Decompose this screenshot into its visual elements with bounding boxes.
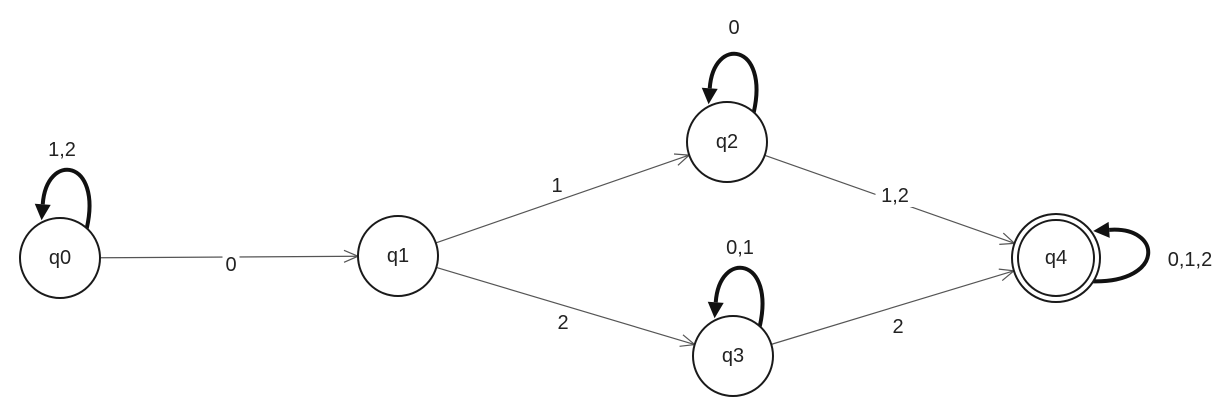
transition-line: [771, 270, 1015, 345]
self-loop-q2: [701, 51, 759, 113]
transition-label-bg: [875, 185, 915, 207]
self-loop-label: 1,2: [48, 139, 76, 161]
self-loop-path: [1093, 227, 1151, 284]
transition-label-bg: [889, 316, 907, 338]
transition-line: [435, 154, 690, 244]
state-q4: q4: [1011, 213, 1101, 303]
transition-q1-q2: [435, 153, 691, 244]
self-loop-label: 0,1: [726, 237, 754, 259]
transition-label-bg: [222, 254, 240, 276]
transition-label-bg: [548, 175, 566, 197]
loops-layer: [34, 51, 1151, 327]
transition-q1-q3: [436, 266, 697, 347]
self-loop-arrowhead: [701, 87, 718, 105]
states-layer: q0 q1 q2 q3 q4: [19, 101, 1101, 397]
self-loop-path: [707, 51, 759, 113]
state-q3: q3: [692, 315, 774, 397]
state-q0: q0: [19, 217, 101, 299]
state-circle: [19, 217, 101, 299]
self-loop-q3: [707, 265, 765, 327]
state-q1: q1: [357, 215, 439, 297]
state-circle: [357, 215, 439, 297]
transition-label: 2: [557, 312, 568, 334]
state-q2: q2: [686, 101, 768, 183]
transition-label-bg: [554, 312, 572, 334]
self-loop-q4: [1093, 221, 1151, 284]
transition-line: [436, 266, 695, 346]
self-loop-path: [713, 265, 765, 327]
self-loop-arrowhead: [707, 301, 724, 319]
labels-layer: 0 1 2 1,2 2 1,2 0 0,1 0,1,2: [48, 17, 1212, 338]
state-label: q3: [722, 345, 744, 367]
self-loop-path: [40, 167, 92, 229]
transition-label: 0: [225, 254, 236, 276]
state-circle: [1017, 219, 1095, 297]
self-loop-arrowhead: [1093, 221, 1110, 238]
state-label: q2: [716, 131, 738, 153]
state-circle: [686, 101, 768, 183]
transition-label: 1: [551, 175, 562, 197]
state-label: q0: [49, 247, 71, 269]
state-circle: [692, 315, 774, 397]
self-loop-q0: [34, 167, 92, 229]
state-label: q4: [1045, 247, 1067, 269]
self-loop-label: 0,1,2: [1168, 249, 1212, 271]
self-loop-arrowhead: [34, 203, 51, 221]
state-label: q1: [387, 245, 409, 267]
self-loop-label: 0: [728, 17, 739, 39]
transition-label: 1,2: [881, 185, 909, 207]
transition-label: 2: [892, 316, 903, 338]
